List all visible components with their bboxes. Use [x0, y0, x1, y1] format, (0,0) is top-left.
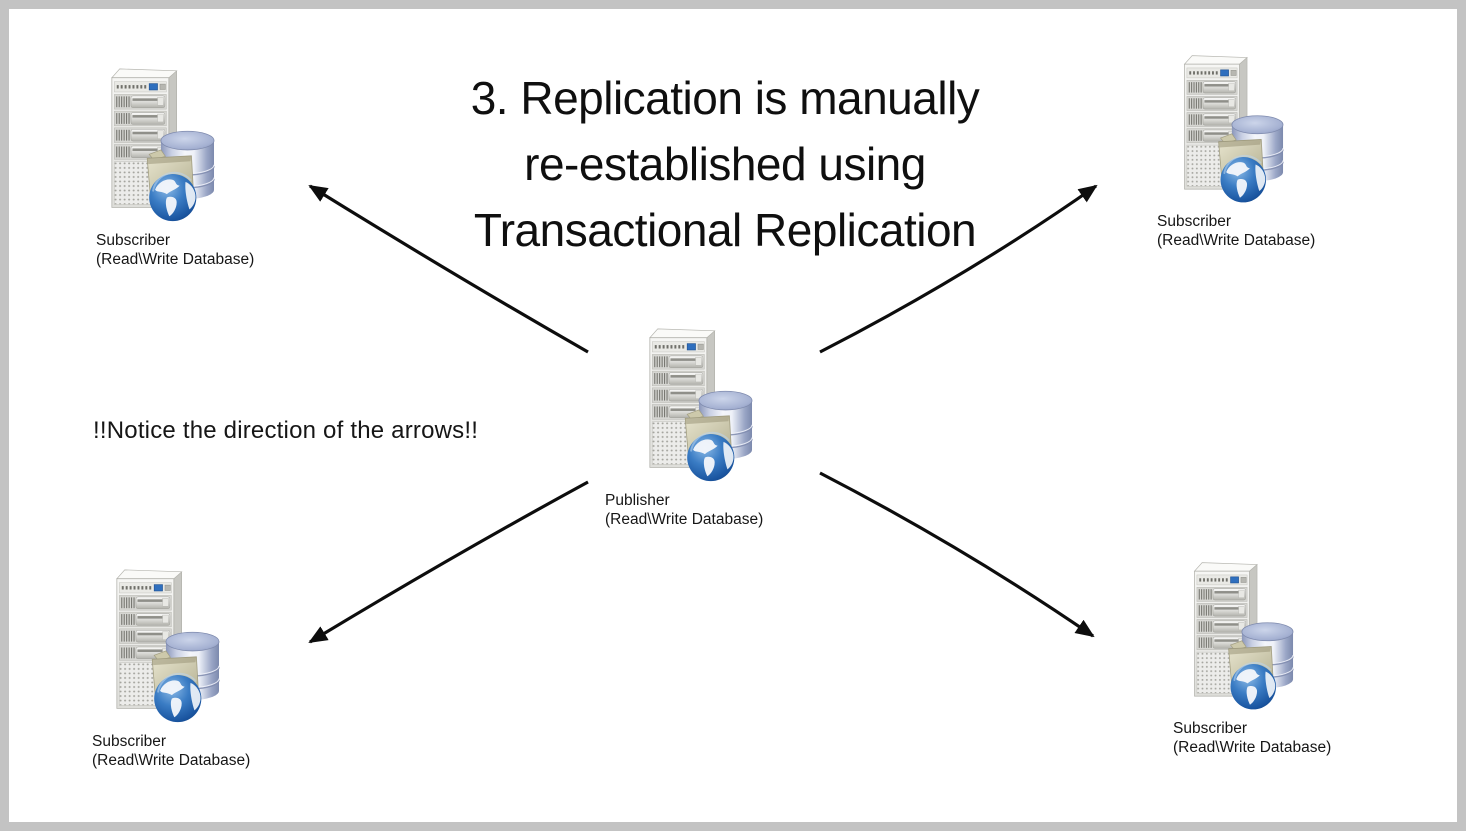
node-publisher: Publisher (Read\Write Database) [605, 322, 763, 529]
node-subscriber-bottom-left: Subscriber (Read\Write Database) [92, 563, 250, 770]
title-line-3: Transactional Replication [473, 204, 977, 256]
title-line-2: re-established using [524, 138, 926, 190]
arrow-publisher-to-subscriber-bottom-right [819, 471, 1095, 638]
node-role: Publisher [605, 492, 670, 509]
diagram-title: 3. Replication is manually re-establishe… [365, 65, 1085, 263]
node-detail: (Read\Write Database) [92, 752, 251, 769]
node-role: Subscriber [1157, 213, 1232, 230]
server-database-globe-icon [1183, 556, 1297, 717]
arrows-direction-note: !!Notice the direction of the arrows!! [93, 417, 479, 444]
title-line-1: 3. Replication is manually [470, 72, 980, 124]
node-subscriber-bottom-right: Subscriber (Read\Write Database) [1173, 556, 1331, 757]
arrow-publisher-to-subscriber-bottom-left [308, 480, 589, 644]
arrow-publisher-to-subscriber-top-left [308, 184, 589, 354]
server-database-globe-icon [105, 563, 223, 730]
node-role: Subscriber [92, 733, 167, 750]
node-detail: (Read\Write Database) [1173, 739, 1332, 756]
node-detail: (Read\Write Database) [96, 251, 255, 268]
node-subscriber-top-right: Subscriber (Read\Write Database) [1157, 49, 1315, 250]
node-detail: (Read\Write Database) [1157, 232, 1316, 249]
arrows-layer [308, 184, 1098, 644]
node-role: Subscriber [96, 232, 171, 249]
server-database-globe-icon [1173, 49, 1287, 210]
node-detail: (Read\Write Database) [605, 511, 764, 528]
arrow-publisher-to-subscriber-top-right [819, 184, 1098, 354]
node-subscriber-top-left: Subscriber (Read\Write Database) [96, 62, 254, 269]
server-database-globe-icon [100, 62, 218, 229]
node-role: Subscriber [1173, 720, 1248, 737]
server-database-globe-icon [638, 322, 756, 489]
